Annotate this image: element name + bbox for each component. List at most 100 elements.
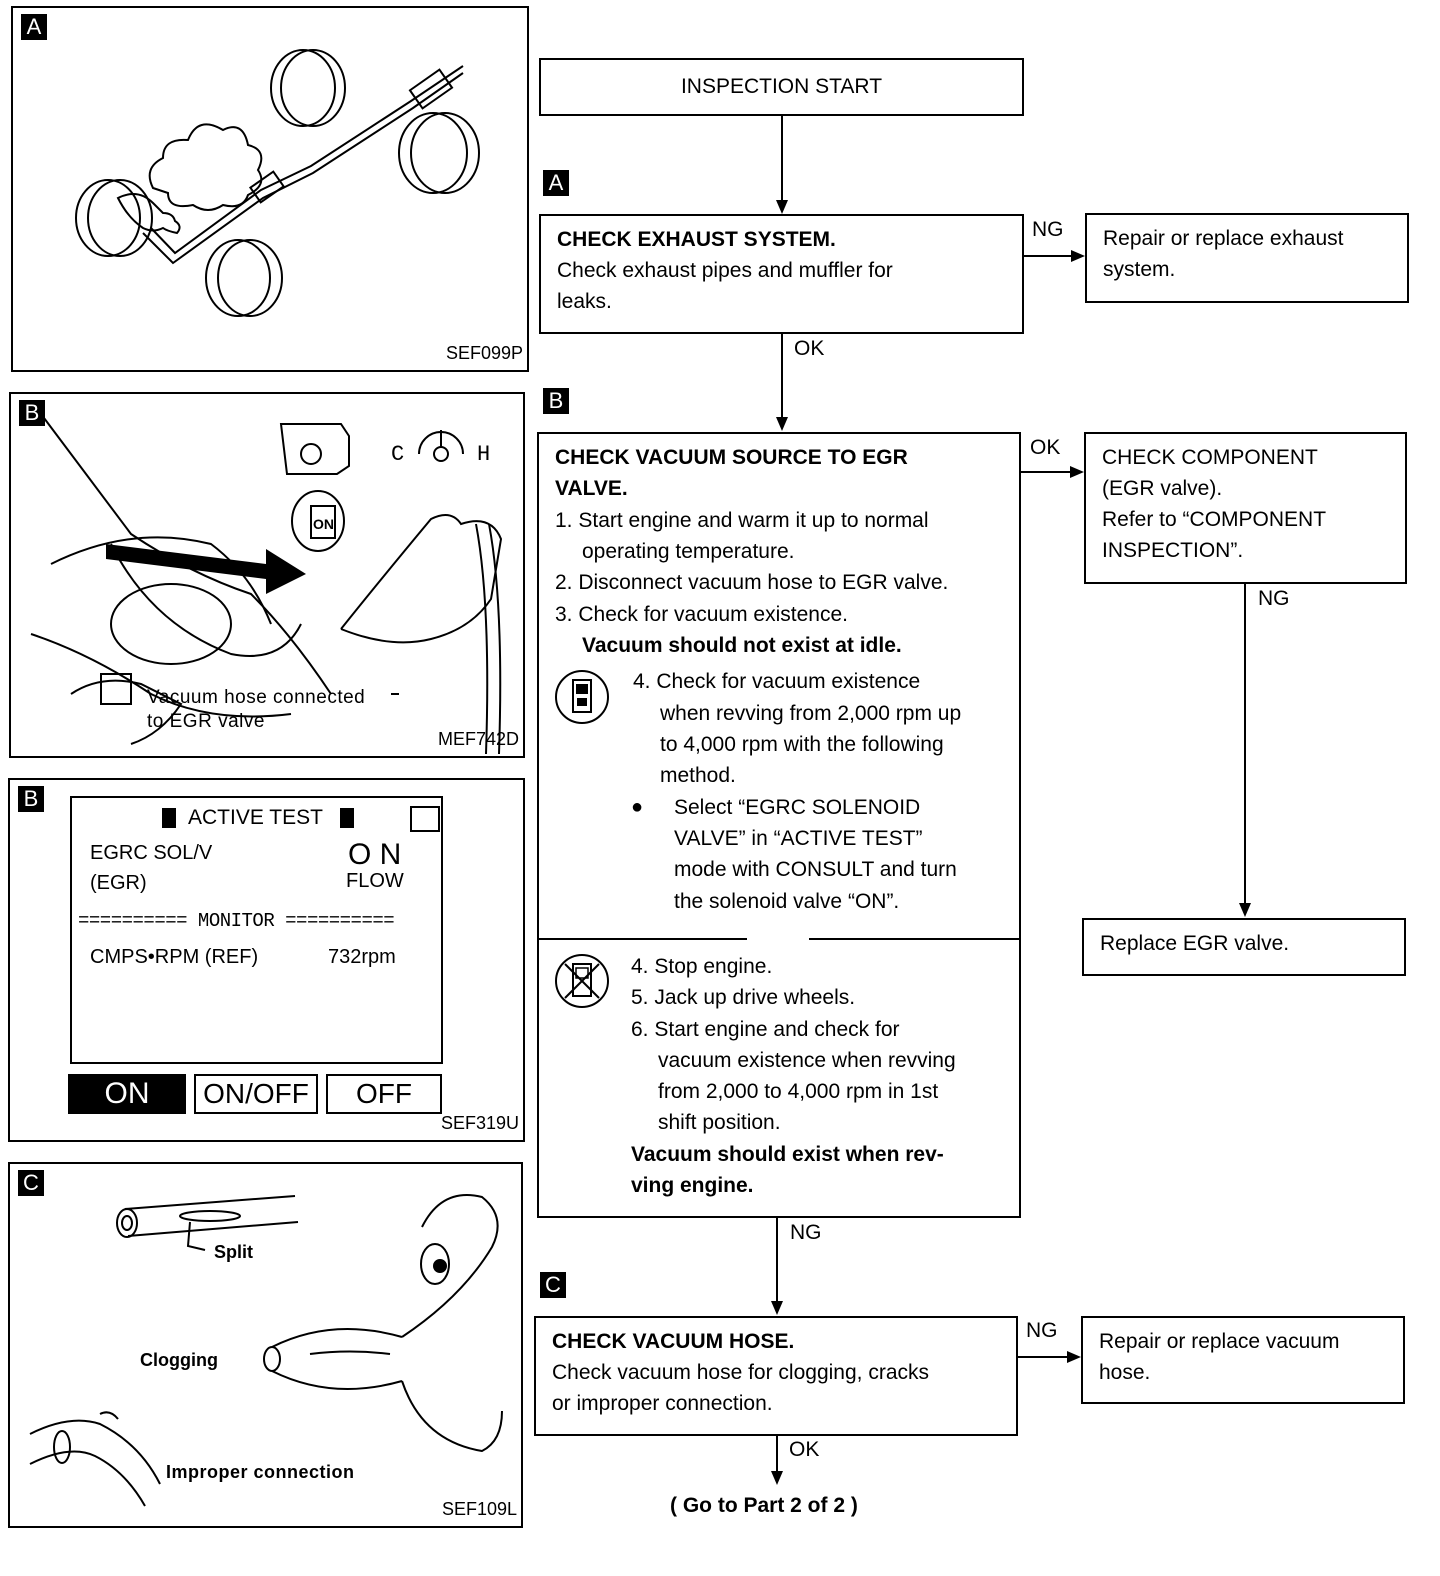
connector-component-replace [1244,584,1246,904]
step-b-sel4: the solenoid valve “ON”. [674,890,900,913]
panel-tag-b1: B [19,400,45,426]
inspection-start-box: INSPECTION START [539,58,1024,116]
repair-exhaust-line2: system. [1103,258,1176,281]
illustration-code-b1: MEF742D [437,729,519,749]
or-divider-right [809,938,1019,940]
step-b-c4a: 4. Check for vacuum existence [633,670,921,693]
go-to-part-2-link[interactable]: ( Go to Part 2 of 2 ) [670,1494,858,1517]
ng-label-component: NG [1258,587,1290,610]
replace-egr-line1: Replace EGR valve. [1100,932,1290,955]
arrow-c-ng [1067,1351,1081,1363]
check-vacuum-hose-line2: or improper connection. [552,1392,773,1415]
illustration-panel-b2: B ACTIVE TEST EGRC SOL/V (EGR) O N FLOW … [8,778,525,1142]
step-b-s2: 2. Disconnect vacuum hose to EGR valve. [555,571,949,594]
step-b-sel1: Select “EGRC SOLENOID [674,796,921,819]
monitor-divider: ========== MONITOR ========== [78,910,395,932]
step-b-s1a: 1. Start engine and warm it up to normal [555,509,929,532]
vacuum-hose-faults-illustration [29,1194,503,1507]
check-exhaust-line2: leaks. [557,290,612,313]
ok-label-c: OK [789,1438,820,1461]
replace-egr-box: Replace EGR valve. [1082,918,1406,976]
step-tag-b: B [543,388,569,414]
check-component-box: CHECK COMPONENT (EGR valve). Refer to “C… [1084,432,1407,584]
connector-a-b [781,334,783,418]
consult-screen: ACTIVE TEST EGRC SOL/V (EGR) O N FLOW ==… [70,796,443,1064]
step-b-title1: CHECK VACUUM SOURCE TO EGR [555,446,908,469]
bullet-icon: ● [631,796,644,818]
connector-start-a [781,116,783,200]
illustration-code-a: SEF099P [445,343,523,363]
improper-connection-label: Improper connection [166,1462,355,1482]
step-tag-a: A [543,170,569,196]
ng-label-a: NG [1032,218,1064,241]
step-b-s1b: operating temperature. [582,540,795,563]
step-b-sel2: VALVE” in “ACTIVE TEST” [674,827,923,850]
illustration-code-c: SEF109L [441,1499,517,1519]
ng-label-b: NG [790,1221,822,1244]
check-vacuum-hose-box: CHECK VACUUM HOSE. Check vacuum hose for… [534,1316,1018,1436]
illustration-code-b2: SEF319U [440,1113,519,1133]
panel-tag-c: C [18,1170,44,1196]
gauge-h-label: H [477,442,491,467]
ignition-key-label: ON [313,516,334,532]
screen-title-block-right [340,808,354,828]
step-b-c4d: method. [660,764,736,787]
on-button[interactable]: ON [68,1074,186,1114]
connector-b-c [776,1218,778,1302]
step-b-v2: ving engine. [631,1174,754,1197]
check-exhaust-box: CHECK EXHAUST SYSTEM. Check exhaust pipe… [539,214,1024,334]
no-consult-tool-icon [555,954,609,1008]
repair-vacuum-hose-line1: Repair or replace vacuum [1099,1330,1340,1353]
illustration-panel-a: A SEF099P [11,6,529,372]
consult-tool-icon [555,670,609,724]
arrow-b-ok [1070,466,1084,478]
test-item-label: EGRC SOL/V [90,842,213,864]
connector-c-ng [1018,1356,1068,1358]
illustration-panel-b1: B [9,392,525,758]
arrow-b-c [771,1301,783,1315]
step-b-v1: Vacuum should exist when rev- [631,1143,944,1166]
screen-title: ACTIVE TEST [188,806,323,829]
screen-corner-box [410,806,440,832]
arrow-c-goto [771,1471,783,1485]
test-item-value-sub: FLOW [346,870,404,892]
check-component-line4: INSPECTION”. [1102,539,1244,562]
screen-title-block-left [162,808,176,828]
check-component-line2: (EGR valve). [1102,477,1223,500]
connector-b-ok [1021,471,1071,473]
off-button[interactable]: OFF [326,1074,442,1114]
step-b-title2: VALVE. [555,477,628,500]
step-b-c4b: when revving from 2,000 rpm up [660,702,962,725]
check-component-line1: CHECK COMPONENT [1102,446,1318,469]
or-divider-left [539,938,747,940]
illustration-panel-c: C Split Clogging Improper conne [8,1162,523,1528]
repair-vacuum-hose-line2: hose. [1099,1361,1151,1384]
step-b-n6a: 6. Start engine and check for [631,1018,900,1041]
repair-vacuum-hose-box: Repair or replace vacuum hose. [1081,1316,1405,1404]
arrow-start-a [776,200,788,214]
step-b-n4: 4. Stop engine. [631,955,773,978]
step-tag-c: C [540,1272,566,1298]
repair-exhaust-box: Repair or replace exhaust system. [1085,213,1409,303]
inspection-start-label: INSPECTION START [680,75,883,98]
step-b-sel3: mode with CONSULT and turn [674,858,957,881]
check-vacuum-hose-line1: Check vacuum hose for clogging, cracks [552,1361,930,1384]
connector-a-ng [1024,255,1072,257]
exhaust-system-illustration [75,49,480,317]
ok-label-b: OK [1030,436,1061,459]
clogging-label: Clogging [140,1350,218,1370]
check-vacuum-source-box: CHECK VACUUM SOURCE TO EGR VALVE. 1. Sta… [537,432,1021,1218]
panel-tag-b2: B [18,786,44,812]
on-off-button[interactable]: ON/OFF [194,1074,318,1114]
ok-label-a: OK [794,337,825,360]
step-b-n5: 5. Jack up drive wheels. [631,986,856,1009]
check-vacuum-hose-title: CHECK VACUUM HOSE. [552,1330,795,1353]
arrow-a-b [776,417,788,431]
panel-tag-a: A [21,14,47,40]
check-exhaust-title: CHECK EXHAUST SYSTEM. [557,228,836,251]
step-b-n6c: from 2,000 to 4,000 rpm in 1st [658,1080,939,1103]
check-exhaust-line1: Check exhaust pipes and muffler for [557,259,893,282]
connector-c-goto [776,1436,778,1472]
step-b-n6b: vacuum existence when revving [658,1049,956,1072]
arrow-a-ng [1071,250,1085,262]
